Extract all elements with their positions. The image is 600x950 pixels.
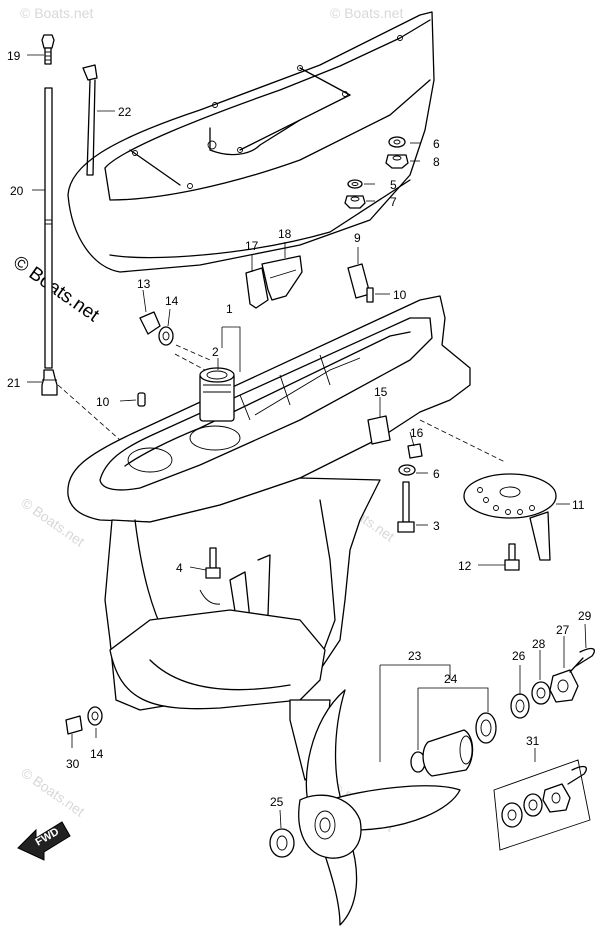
callout-21: 21 <box>7 376 21 390</box>
cable-tie <box>82 64 98 176</box>
callout-11: 11 <box>572 498 585 512</box>
upper-cover <box>67 11 435 273</box>
callout-26: 26 <box>512 649 526 663</box>
callout-4: 4 <box>176 561 183 575</box>
callout-14b: 14 <box>90 747 104 761</box>
callout-2: 2 <box>212 345 219 359</box>
callout-8: 8 <box>433 155 440 169</box>
thrust-washer-25 <box>269 828 295 858</box>
fwd-direction-badge: FWD <box>17 821 71 861</box>
screw-19 <box>41 34 55 65</box>
anode-clips <box>245 255 374 309</box>
gear-case-housing <box>67 295 471 781</box>
leader-lines <box>27 54 587 829</box>
callout-19: 19 <box>7 49 21 63</box>
propeller <box>298 689 461 926</box>
drain-plug-lower <box>65 706 103 735</box>
callout-1: 1 <box>226 302 233 316</box>
callout-18: 18 <box>278 227 292 241</box>
callout-6a: 6 <box>433 137 440 151</box>
callout-14a: 14 <box>165 294 179 308</box>
bolts <box>205 415 520 579</box>
callout-27: 27 <box>556 623 570 637</box>
callout-13: 13 <box>137 277 151 291</box>
callout-25: 25 <box>270 795 284 809</box>
callout-5: 5 <box>390 178 397 192</box>
callout-15: 15 <box>374 385 388 399</box>
callout-9: 9 <box>354 231 361 245</box>
nut-washer-set-top <box>344 136 409 209</box>
callout-6b: 6 <box>433 467 440 481</box>
shift-rod <box>41 87 58 396</box>
callout-23: 23 <box>408 649 422 663</box>
prop-hardware-upper <box>510 647 595 719</box>
watermark-faint: © Boats.net <box>20 5 93 21</box>
callout-10a: 10 <box>393 288 407 302</box>
trim-tab-anode <box>463 473 557 561</box>
drain-plug-upper <box>139 311 174 346</box>
callout-17: 17 <box>245 239 259 253</box>
callout-28: 28 <box>532 637 546 651</box>
watermark-faint: © Boats.net <box>330 5 403 21</box>
callout-10b: 10 <box>96 395 110 409</box>
bushing-24 <box>410 712 497 777</box>
callout-7: 7 <box>390 195 397 209</box>
callout-24: 24 <box>444 672 458 686</box>
callout-31: 31 <box>526 734 540 748</box>
callout-20: 20 <box>10 184 24 198</box>
callout-30: 30 <box>66 757 80 771</box>
callout-22: 22 <box>118 105 132 119</box>
watermark-faint: © Boats.net <box>18 764 87 819</box>
callout-3: 3 <box>433 519 440 533</box>
callout-16: 16 <box>410 426 424 440</box>
callout-12: 12 <box>458 559 472 573</box>
prop-hardware-kit <box>493 759 591 851</box>
watermark-main: © Boats.net <box>9 252 103 327</box>
callout-29: 29 <box>578 609 592 623</box>
